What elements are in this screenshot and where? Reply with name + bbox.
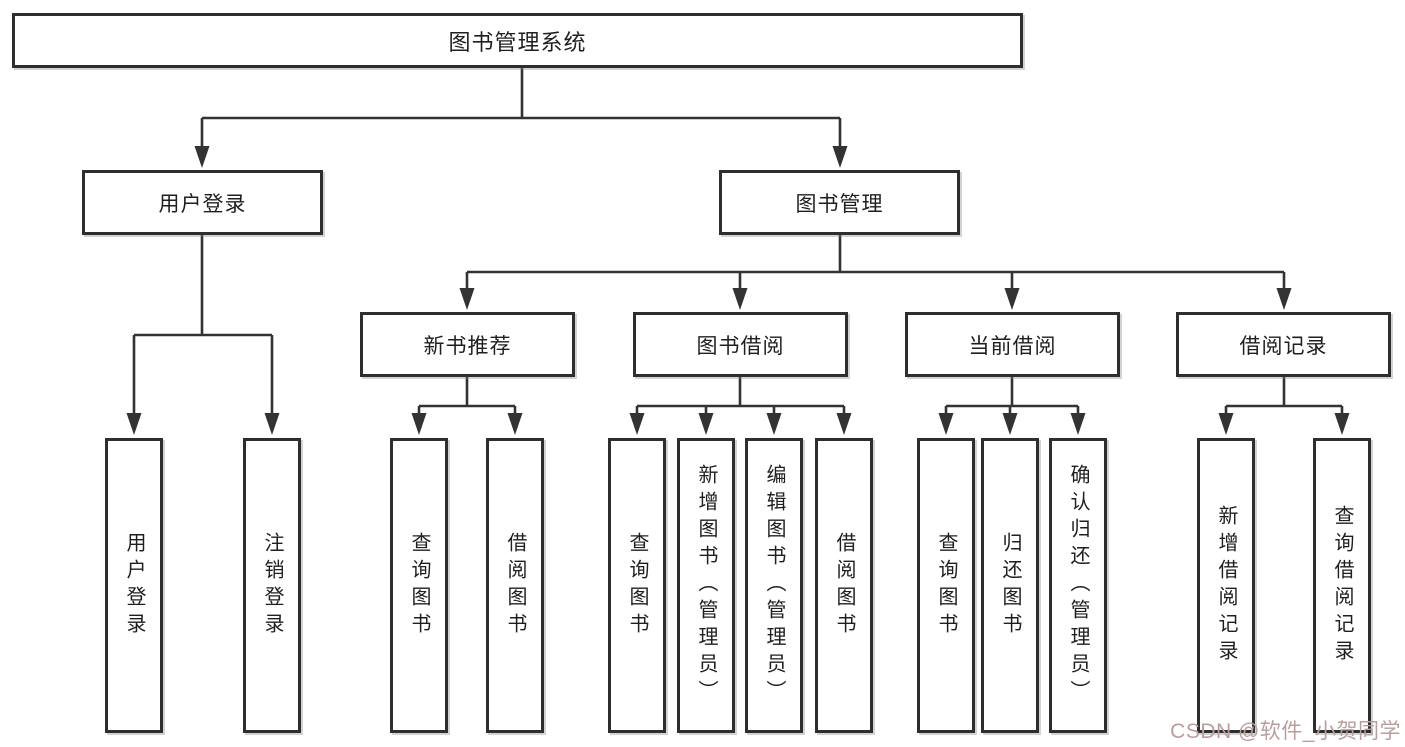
edges-root — [194, 68, 848, 168]
leaf-edit-book-admin: 编辑图书（管理员） — [745, 438, 803, 733]
node-current-borrow: 当前借阅 — [905, 312, 1120, 377]
node-borrow-records-label: 借阅记录 — [1239, 334, 1328, 358]
node-new-book-recommend-label: 新书推荐 — [423, 334, 512, 358]
leaf-logout-label: 注销登录 — [261, 531, 283, 640]
edges-book-borrow — [629, 377, 852, 435]
leaf-borrow-query-book-label: 查询图书 — [626, 531, 648, 640]
leaf-recommend-query-book-label: 查询图书 — [408, 531, 430, 640]
leaf-recommend-borrow-book: 借阅图书 — [486, 438, 544, 733]
node-new-book-recommend: 新书推荐 — [360, 312, 575, 377]
leaf-borrow-book: 借阅图书 — [815, 438, 873, 733]
edges-current-borrow — [938, 377, 1086, 435]
leaf-user-login-label: 用户登录 — [123, 531, 145, 640]
node-book-borrow: 图书借阅 — [633, 312, 848, 377]
node-user-login: 用户登录 — [82, 170, 323, 235]
leaf-confirm-return-admin: 确认归还（管理员） — [1049, 438, 1107, 733]
leaf-current-query-book: 查询图书 — [917, 438, 975, 733]
leaf-add-book-admin-label: 新增图书（管理员） — [695, 464, 717, 707]
leaf-confirm-return-admin-label: 确认归还（管理员） — [1067, 464, 1089, 707]
leaf-recommend-query-book: 查询图书 — [390, 438, 448, 733]
node-borrow-records: 借阅记录 — [1176, 312, 1391, 377]
node-book-borrow-label: 图书借阅 — [696, 334, 785, 358]
leaf-query-borrow-record-label: 查询借阅记录 — [1331, 504, 1353, 667]
node-book-management-label: 图书管理 — [795, 192, 884, 216]
leaf-user-login: 用户登录 — [105, 438, 163, 733]
leaf-current-query-book-label: 查询图书 — [935, 531, 957, 640]
edges-new-book-recommend — [411, 377, 523, 435]
node-book-management: 图书管理 — [719, 170, 960, 235]
csdn-watermark: CSDN @软件_小贺同学 — [1170, 720, 1401, 743]
leaf-return-book-label: 归还图书 — [999, 531, 1021, 640]
node-user-login-label: 用户登录 — [158, 192, 247, 216]
leaf-recommend-borrow-book-label: 借阅图书 — [504, 531, 526, 640]
leaf-add-borrow-record-label: 新增借阅记录 — [1215, 504, 1237, 667]
node-current-borrow-label: 当前借阅 — [968, 334, 1057, 358]
leaf-edit-book-admin-label: 编辑图书（管理员） — [763, 464, 785, 707]
leaf-query-borrow-record: 查询借阅记录 — [1313, 438, 1371, 733]
node-root-label: 图书管理系统 — [448, 29, 587, 55]
leaf-borrow-book-label: 借阅图书 — [833, 531, 855, 640]
edges-book-management — [459, 235, 1292, 310]
leaf-add-borrow-record: 新增借阅记录 — [1197, 438, 1255, 733]
leaf-add-book-admin: 新增图书（管理员） — [677, 438, 735, 733]
leaf-logout: 注销登录 — [243, 438, 301, 733]
edges-user-login — [126, 235, 280, 435]
leaf-return-book: 归还图书 — [981, 438, 1039, 733]
leaf-borrow-query-book: 查询图书 — [608, 438, 666, 733]
node-root: 图书管理系统 — [12, 13, 1023, 68]
edges-borrow-records — [1218, 377, 1350, 435]
